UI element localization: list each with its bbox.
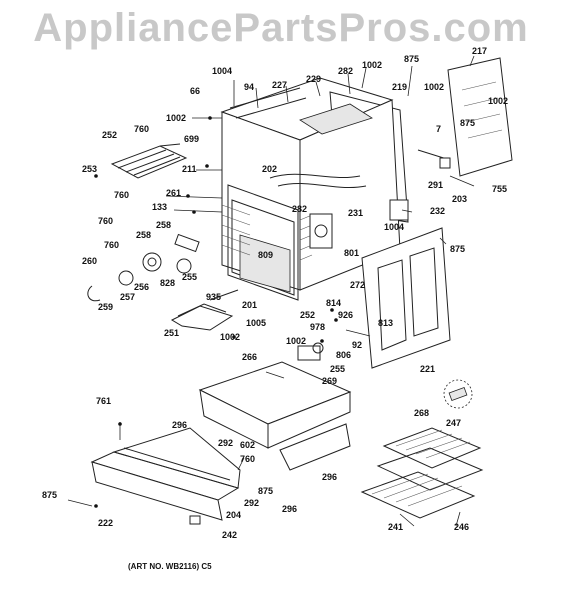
label-282: 282 — [338, 66, 353, 76]
label-211: 211 — [182, 164, 197, 174]
label-255: 255 — [330, 364, 345, 374]
label-219: 219 — [392, 82, 407, 92]
label-282: 282 — [292, 204, 307, 214]
broil-element-drawing — [110, 143, 188, 179]
label-760: 760 — [114, 190, 129, 200]
label-1002: 1002 — [220, 332, 240, 342]
label-231: 231 — [348, 208, 363, 218]
label-260: 260 — [82, 256, 97, 266]
label-760: 760 — [134, 124, 149, 134]
label-1002: 1002 — [488, 96, 508, 106]
label-806: 806 — [336, 350, 351, 360]
label-246: 246 — [454, 522, 469, 532]
oven-rack-drawing — [360, 471, 476, 519]
leader-lines — [67, 55, 475, 527]
label-760: 760 — [240, 454, 255, 464]
control-components-drawing — [87, 233, 200, 302]
label-257: 257 — [120, 292, 135, 302]
label-232: 232 — [430, 206, 445, 216]
label-978: 978 — [310, 322, 325, 332]
label-258: 258 — [156, 220, 171, 230]
label-755: 755 — [492, 184, 507, 194]
label-1002: 1002 — [362, 60, 382, 70]
label-1004: 1004 — [384, 222, 404, 232]
label-1004: 1004 — [212, 66, 232, 76]
label-292: 292 — [218, 438, 233, 448]
label-266: 266 — [242, 352, 257, 362]
part-labels: 1004 94 227 229 282 1002 875 217 66 219 … — [42, 46, 508, 540]
label-204: 204 — [226, 510, 241, 520]
label-258: 258 — [136, 230, 151, 240]
label-253: 253 — [82, 164, 97, 174]
label-296: 296 — [322, 472, 337, 482]
label-699: 699 — [184, 134, 199, 144]
label-1002: 1002 — [166, 113, 186, 123]
label-227: 227 — [272, 80, 287, 90]
art-number-caption: (ART NO. WB2116) C5 — [128, 562, 212, 571]
label-269: 269 — [322, 376, 337, 386]
label-602: 602 — [240, 440, 255, 450]
label-761: 761 — [96, 396, 111, 406]
label-202: 202 — [262, 164, 277, 174]
label-813: 813 — [378, 318, 393, 328]
label-926: 926 — [338, 310, 353, 320]
label-221: 221 — [420, 364, 435, 374]
label-875: 875 — [42, 490, 57, 500]
label-259: 259 — [98, 302, 113, 312]
label-261: 261 — [166, 188, 181, 198]
label-222: 222 — [98, 518, 113, 528]
label-935: 935 — [206, 292, 221, 302]
label-92: 92 — [352, 340, 362, 350]
drawer-panel-drawing — [90, 427, 241, 525]
label-242: 242 — [222, 530, 237, 540]
label-252: 252 — [300, 310, 315, 320]
label-814: 814 — [326, 298, 341, 308]
reference-dots — [94, 116, 338, 508]
label-1002: 1002 — [424, 82, 444, 92]
label-291: 291 — [428, 180, 443, 190]
back-panel-drawing — [417, 57, 513, 177]
label-251: 251 — [164, 328, 179, 338]
label-760: 760 — [104, 240, 119, 250]
label-1005: 1005 — [246, 318, 266, 328]
label-256: 256 — [134, 282, 149, 292]
label-875: 875 — [450, 244, 465, 254]
label-241: 241 — [388, 522, 403, 532]
label-66: 66 — [190, 86, 200, 96]
label-292: 292 — [244, 498, 259, 508]
broiler-pan-drawing — [376, 427, 484, 491]
watermark-text: AppliancePartsPros.com — [33, 6, 529, 50]
bake-element-drawing — [170, 289, 239, 331]
label-217: 217 — [472, 46, 487, 56]
label-133: 133 — [152, 202, 167, 212]
drawer-body-drawing — [198, 342, 352, 471]
label-201: 201 — [242, 300, 257, 310]
label-94: 94 — [244, 82, 254, 92]
label-760: 760 — [98, 216, 113, 226]
label-296: 296 — [172, 420, 187, 430]
label-272: 272 — [350, 280, 365, 290]
label-296: 296 — [282, 504, 297, 514]
label-255: 255 — [182, 272, 197, 282]
label-229: 229 — [306, 74, 321, 84]
label-809: 809 — [258, 250, 273, 260]
label-801: 801 — [344, 248, 359, 258]
label-252: 252 — [102, 130, 117, 140]
label-875: 875 — [404, 54, 419, 64]
label-268: 268 — [414, 408, 429, 418]
label-875: 875 — [460, 118, 475, 128]
label-247: 247 — [446, 418, 461, 428]
label-203: 203 — [452, 194, 467, 204]
label-875: 875 — [258, 486, 273, 496]
oven-door-drawing — [361, 227, 451, 369]
label-828: 828 — [160, 278, 175, 288]
label-1002: 1002 — [286, 336, 306, 346]
label-7: 7 — [436, 124, 441, 134]
part-268-drawing — [443, 379, 473, 409]
